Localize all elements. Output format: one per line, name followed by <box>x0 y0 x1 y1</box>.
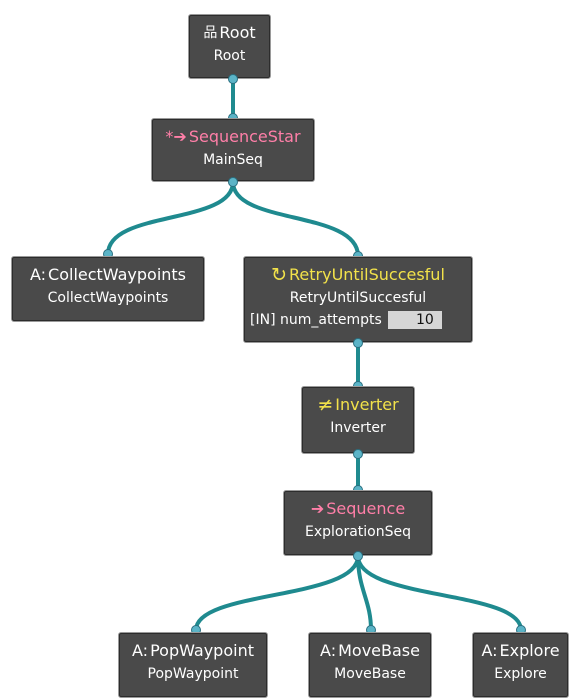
node-type-label: MoveBase <box>338 641 420 660</box>
node-type-label: RetryUntilSuccesful <box>289 265 445 284</box>
node-name-label: MoveBase <box>334 666 406 682</box>
sequence-star-icon: *➔ <box>165 127 187 146</box>
output-port[interactable] <box>228 74 238 84</box>
node-popwaypoint[interactable]: A: PopWaypoint PopWaypoint <box>118 632 268 698</box>
node-type-label: Inverter <box>335 395 399 414</box>
port-label: [IN] num_attempts <box>250 312 382 328</box>
action-icon: A: <box>481 641 498 660</box>
node-type-label: Sequence <box>326 499 406 518</box>
node-inverter[interactable]: ≠ Inverter Inverter <box>301 386 415 454</box>
node-name-label: Explore <box>494 666 547 682</box>
node-name-label: Inverter <box>330 420 386 436</box>
action-icon: A: <box>320 641 337 660</box>
node-type-label: Root <box>219 23 256 42</box>
node-type-label: Explore <box>499 641 560 660</box>
node-name-label: PopWaypoint <box>147 666 239 682</box>
output-port[interactable] <box>353 338 363 348</box>
edge-mainseq-retry <box>231 181 360 257</box>
node-mainseq[interactable]: *➔ SequenceStar MainSeq <box>151 118 315 182</box>
node-type-label: SequenceStar <box>188 127 301 146</box>
node-retryuntilsuccesful[interactable]: ↻ RetryUntilSuccesful RetryUntilSuccesfu… <box>243 256 473 343</box>
num-attempts-field[interactable]: 10 <box>387 311 442 329</box>
edge-mainseq-collect <box>106 181 235 255</box>
retry-icon: ↻ <box>271 264 288 286</box>
node-collectwaypoints[interactable]: A: CollectWaypoints CollectWaypoints <box>11 256 205 322</box>
inverter-icon: ≠ <box>317 394 334 416</box>
tree-icon: 品 <box>203 25 218 41</box>
node-root[interactable]: 品 Root Root <box>188 14 271 79</box>
node-explorationseq[interactable]: ➔ Sequence ExplorationSeq <box>283 490 433 556</box>
node-name-label: ExplorationSeq <box>304 524 411 540</box>
node-movebase[interactable]: A: MoveBase MoveBase <box>308 632 432 698</box>
node-name-label: CollectWaypoints <box>47 290 169 306</box>
node-name-label: RetryUntilSuccesful <box>289 290 427 306</box>
port-row-num-attempts: [IN] num_attempts 10 <box>250 311 472 329</box>
node-name-label: Root <box>213 48 246 64</box>
node-type-label: CollectWaypoints <box>48 265 187 284</box>
edge-exploration-pop <box>194 555 360 631</box>
node-explore[interactable]: A: Explore Explore <box>472 632 569 698</box>
sequence-icon: ➔ <box>310 499 325 518</box>
node-name-label: MainSeq <box>203 152 263 168</box>
output-port[interactable] <box>353 449 363 459</box>
output-port[interactable] <box>353 551 363 561</box>
node-type-label: PopWaypoint <box>150 641 254 660</box>
edge-exploration-explore <box>356 555 523 631</box>
output-port[interactable] <box>228 177 238 187</box>
action-icon: A: <box>132 641 149 660</box>
action-icon: A: <box>29 265 47 284</box>
